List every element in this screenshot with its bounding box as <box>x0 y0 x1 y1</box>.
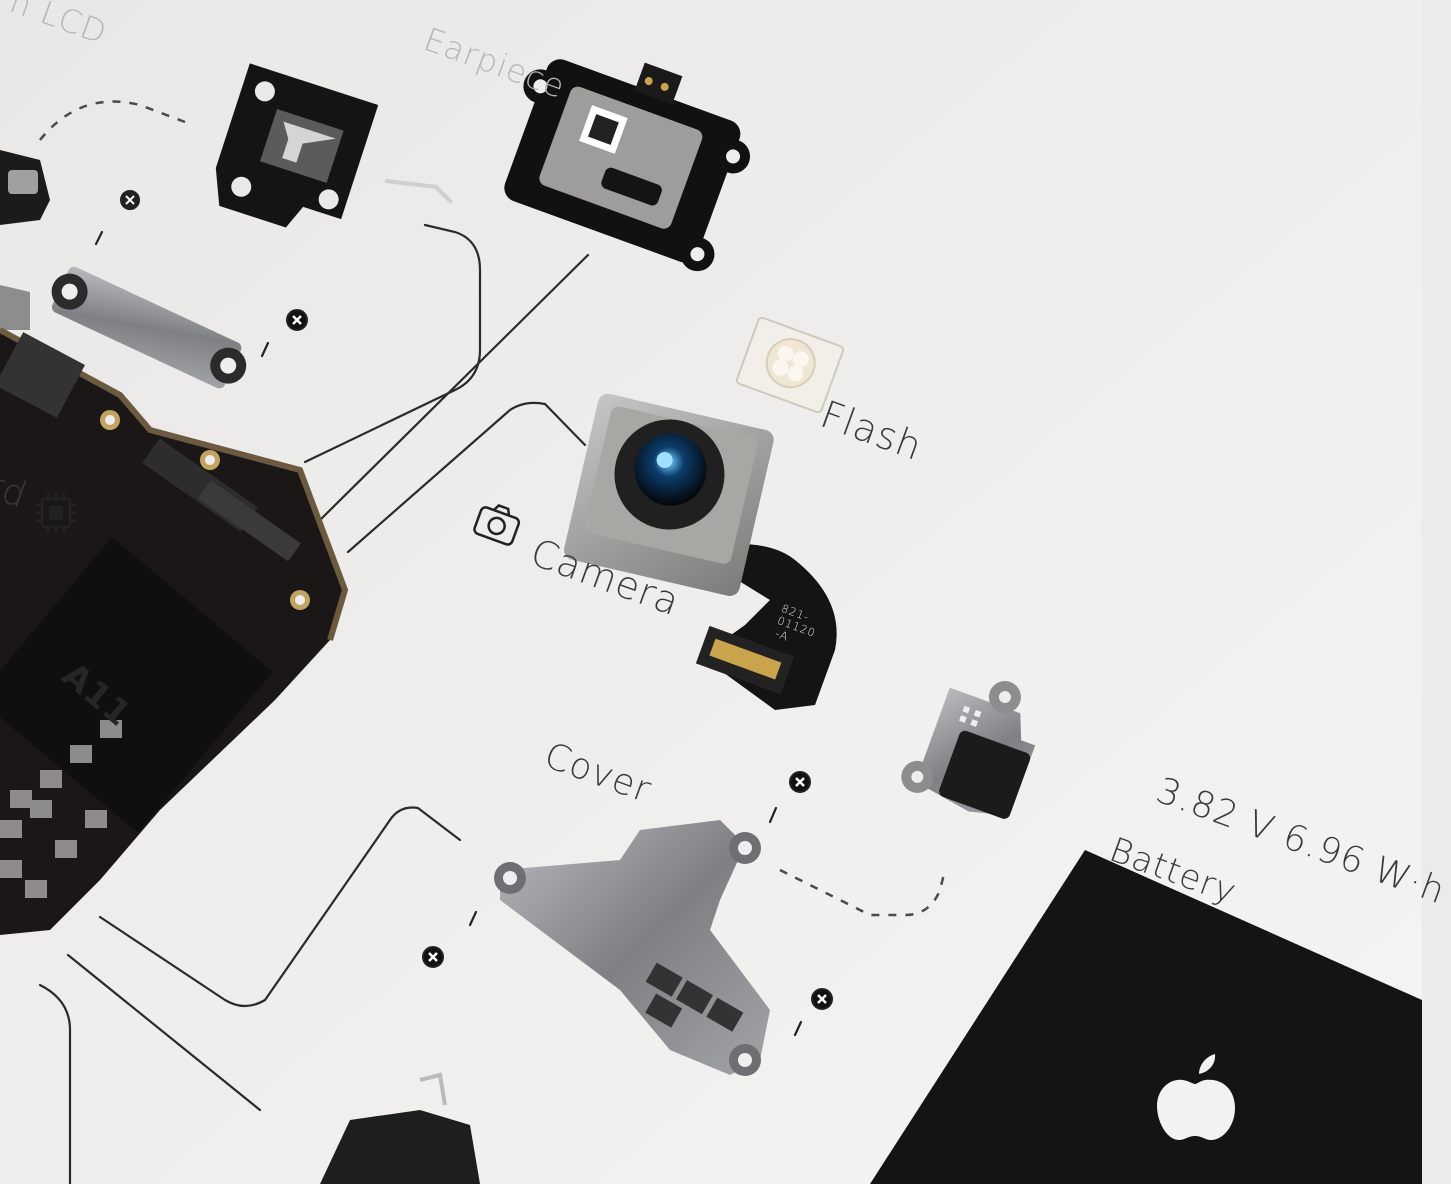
screw-icon <box>286 309 308 331</box>
line-board-earpiece-bracket <box>303 223 482 464</box>
dashed-cover-battery <box>779 868 947 917</box>
line-board-earpiece <box>316 253 590 524</box>
screw-ticks <box>94 230 803 1037</box>
screw-icon <box>789 771 811 793</box>
battery-part <box>870 850 1422 1184</box>
camera-icon <box>473 503 521 546</box>
lcd-connector-part <box>0 150 50 225</box>
bottom-flex-part <box>320 1072 480 1184</box>
screw-icons <box>120 190 833 1010</box>
guide-dashed-lines <box>39 100 947 917</box>
small-bracket-part <box>901 681 1036 819</box>
cover-bracket-part <box>494 820 770 1076</box>
screw-icon <box>811 988 833 1010</box>
dashed-lcd <box>39 100 186 141</box>
logic-board-part <box>0 327 349 935</box>
earpiece-speaker-part <box>504 59 751 272</box>
proximity-bracket-part <box>215 63 454 228</box>
line-lower-left <box>38 983 72 1184</box>
rear-camera-part <box>564 393 837 710</box>
screw-icon <box>422 946 444 968</box>
chip-icon <box>36 493 76 533</box>
board-edge-part <box>0 285 30 330</box>
metal-shield-part <box>51 266 247 389</box>
line-board-camera <box>346 401 587 554</box>
flash-led-part <box>735 316 845 414</box>
guide-lines <box>38 223 590 1184</box>
screw-icon <box>120 190 140 210</box>
line-lower <box>66 953 262 1112</box>
line-cover-left <box>98 806 462 1008</box>
apple-logo-icon <box>1157 1054 1235 1140</box>
